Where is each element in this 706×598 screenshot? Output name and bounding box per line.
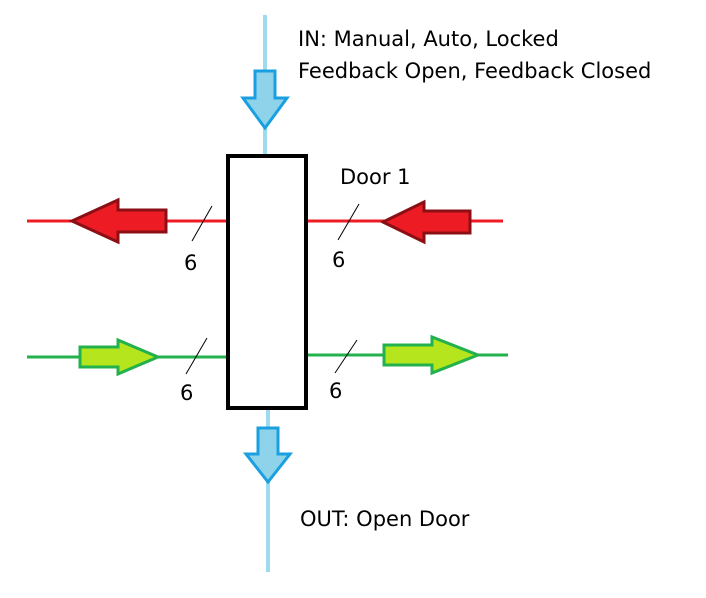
red-left-arrow-icon bbox=[68, 197, 168, 245]
block-name: Door 1 bbox=[340, 165, 411, 189]
bus-slash-top-left bbox=[191, 205, 213, 242]
output-arrow-icon bbox=[242, 426, 294, 485]
inputs-line-1: IN: Manual, Auto, Locked bbox=[298, 27, 559, 51]
bus-slash-top-right bbox=[337, 203, 360, 241]
bus-width-bottom-left: 6 bbox=[180, 381, 193, 405]
door-block bbox=[226, 154, 308, 410]
bus-slash-bottom-right bbox=[334, 339, 358, 374]
green-right-arrow-icon bbox=[382, 334, 483, 376]
bus-width-top-right: 6 bbox=[332, 248, 345, 272]
output-label: OUT: Open Door bbox=[300, 507, 470, 531]
bus-width-top-left: 6 bbox=[184, 251, 197, 275]
bus-width-bottom-right: 6 bbox=[329, 379, 342, 403]
inputs-line-2: Feedback Open, Feedback Closed bbox=[298, 59, 651, 83]
input-arrow-icon bbox=[240, 69, 290, 131]
red-right-arrow-icon bbox=[379, 199, 472, 245]
bus-slash-bottom-left bbox=[185, 337, 208, 375]
green-left-arrow-icon bbox=[78, 337, 162, 377]
